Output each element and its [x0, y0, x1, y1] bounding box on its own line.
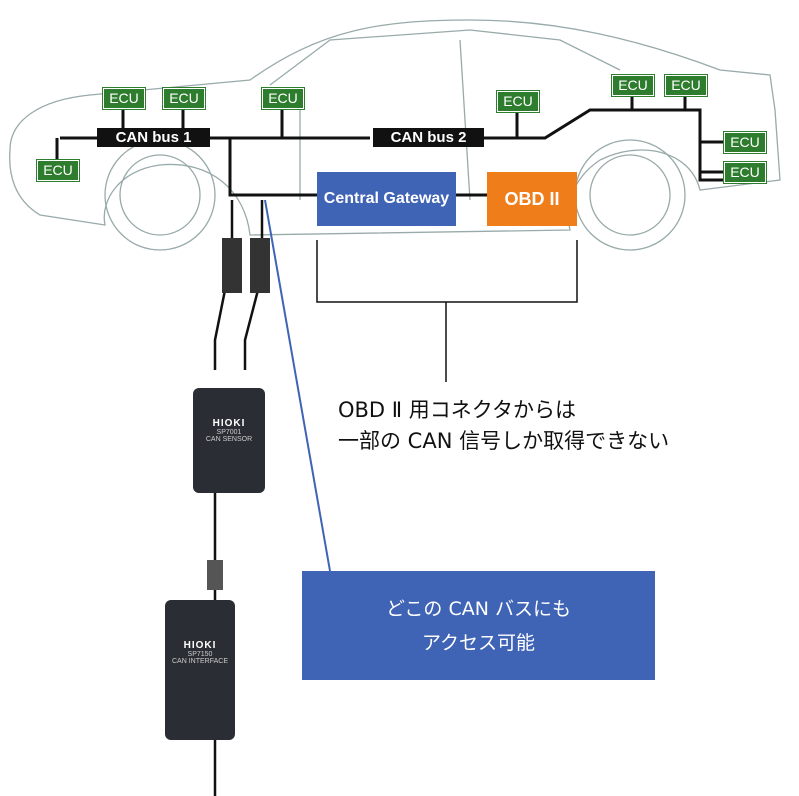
ecu-box: ECU — [261, 87, 305, 110]
central-gateway-box: Central Gateway — [317, 172, 456, 226]
ecu-box: ECU — [102, 87, 146, 110]
probe-1 — [222, 238, 242, 293]
can-sensor-device: HIOKI SP7001 CAN SENSOR — [193, 388, 265, 493]
obd-box: OBD II — [487, 172, 577, 226]
device-logo: HIOKI — [183, 640, 217, 651]
ecu-box: ECU — [162, 87, 206, 110]
ecu-box: ECU — [611, 74, 655, 97]
ecu-box: ECU — [496, 90, 540, 113]
can-bus-2-label: CAN bus 2 — [373, 128, 484, 147]
callout-line1: どこの CAN バスにも — [386, 597, 571, 620]
device-logo: HIOKI — [212, 418, 246, 429]
device-model: SP7001 — [216, 429, 242, 436]
obd-note-line1: OBD Ⅱ 用コネクタからは — [338, 398, 576, 422]
ecu-box: ECU — [36, 159, 80, 182]
can-bus-1-label: CAN bus 1 — [97, 128, 210, 147]
callout-line2: アクセス可能 — [421, 631, 536, 654]
device-model: SP7150 — [187, 651, 213, 658]
ecu-box: ECU — [664, 74, 708, 97]
device-type: CAN SENSOR — [205, 436, 253, 443]
obd-note-line2: 一部の CAN 信号しか取得できない — [338, 429, 670, 453]
device-type: CAN INTERFACE — [171, 658, 228, 665]
access-line — [264, 199, 331, 572]
access-callout: どこの CAN バスにも アクセス可能 — [302, 571, 655, 680]
probe-2 — [250, 238, 270, 293]
ecu-box: ECU — [723, 131, 767, 154]
ecu-box: ECU — [723, 161, 767, 184]
can-interface-device: HIOKI SP7150 CAN INTERFACE — [165, 600, 235, 740]
